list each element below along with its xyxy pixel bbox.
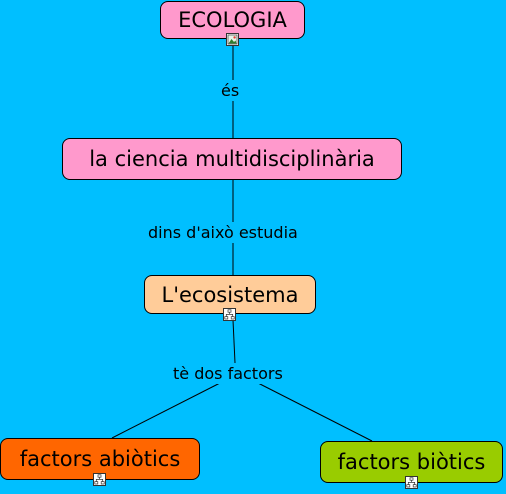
- concept-map-icon[interactable]: [405, 476, 418, 489]
- concept-node-biotics[interactable]: factors biòtics: [320, 441, 503, 483]
- concept-label-biotics: factors biòtics: [337, 450, 486, 474]
- line-te-biotics: [257, 382, 373, 442]
- concept-map-icon[interactable]: [93, 473, 106, 486]
- concept-map-icon[interactable]: [223, 308, 236, 321]
- link-label-te: tè dos factors: [171, 364, 285, 384]
- concept-node-ecologia[interactable]: ECOLOGIA: [160, 1, 305, 39]
- concept-label-ecosistema: L'ecosistema: [161, 282, 299, 307]
- line-ecosistema-te: [232, 319, 236, 364]
- concept-node-ciencia[interactable]: la ciencia multidisciplinària: [62, 138, 402, 180]
- concept-label-abiotics: factors abiòtics: [19, 447, 181, 471]
- link-label-es: és: [219, 81, 242, 101]
- image-icon[interactable]: [226, 33, 239, 46]
- concept-label-ecologia: ECOLOGIA: [178, 8, 287, 32]
- concept-label-ciencia: la ciencia multidisciplinària: [89, 147, 375, 171]
- concept-node-ecosistema[interactable]: L'ecosistema: [144, 275, 316, 314]
- concept-node-abiotics[interactable]: factors abiòtics: [0, 438, 200, 480]
- line-te-abiotics: [111, 382, 221, 439]
- link-label-dins: dins d'això estudia: [146, 223, 300, 243]
